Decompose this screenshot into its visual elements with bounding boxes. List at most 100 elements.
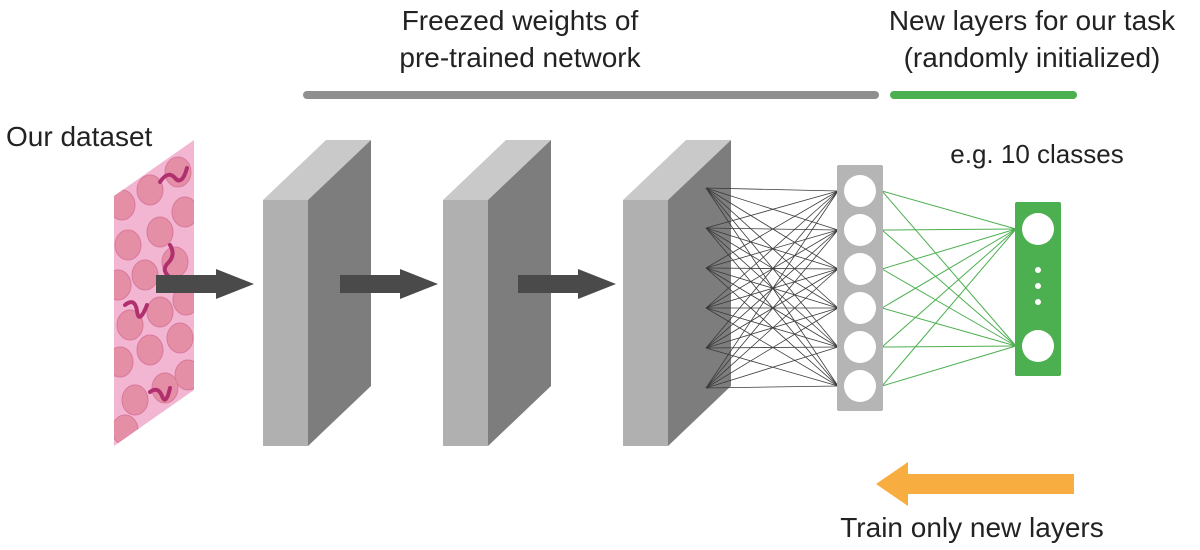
blood-cell bbox=[171, 196, 194, 228]
classes-label: e.g. 10 classes bbox=[950, 139, 1123, 169]
conv-block-side bbox=[668, 140, 731, 446]
frozen-label-line2: pre-trained network bbox=[399, 42, 641, 73]
connection-line bbox=[705, 385, 839, 389]
connection-line bbox=[881, 228, 1017, 270]
dense-node bbox=[844, 292, 876, 324]
blood-cell bbox=[114, 346, 134, 378]
connection-line bbox=[881, 228, 1017, 348]
connection-line bbox=[705, 227, 839, 231]
blood-cell bbox=[131, 259, 159, 291]
conv-block-top bbox=[263, 140, 371, 200]
train-direction-arrow bbox=[876, 462, 1074, 506]
connection-line bbox=[705, 227, 839, 348]
connection-line bbox=[705, 307, 839, 389]
connection-line bbox=[705, 227, 839, 309]
conv-block-top bbox=[623, 140, 731, 200]
dense-connections-new bbox=[881, 190, 1017, 387]
parasite-shape bbox=[162, 243, 175, 281]
dense-node bbox=[844, 175, 876, 207]
connection-line bbox=[705, 190, 839, 349]
parasite-shape bbox=[148, 386, 172, 402]
flow-arrow-2 bbox=[340, 269, 438, 299]
flow-arrows bbox=[156, 269, 616, 299]
train-label: Train only new layers bbox=[840, 512, 1104, 543]
conv-block-side bbox=[308, 140, 371, 446]
conv-block-front bbox=[263, 200, 308, 446]
connection-line bbox=[705, 267, 839, 270]
connection-line bbox=[881, 228, 1017, 387]
conv-block-front bbox=[623, 200, 668, 446]
blood-cell bbox=[166, 322, 194, 354]
dataset-image bbox=[114, 140, 194, 446]
connection-line bbox=[705, 229, 839, 389]
connection-line bbox=[705, 268, 839, 389]
connection-line bbox=[705, 190, 839, 309]
connection-line bbox=[705, 267, 839, 348]
dense-node bbox=[844, 331, 876, 363]
connection-line bbox=[881, 307, 1017, 347]
dataset-label: Our dataset bbox=[6, 121, 153, 152]
blood-cell bbox=[114, 269, 132, 301]
connection-line bbox=[705, 227, 839, 270]
parasite-shape bbox=[123, 300, 149, 319]
connection-line bbox=[705, 187, 839, 192]
connection-line bbox=[705, 267, 839, 387]
blood-cell bbox=[121, 384, 149, 416]
connection-line bbox=[705, 307, 839, 348]
connection-line bbox=[705, 190, 839, 229]
blood-cell bbox=[136, 174, 164, 206]
new-layers-label-line2: (randomly initialized) bbox=[904, 42, 1161, 73]
connection-line bbox=[705, 347, 839, 387]
connection-line bbox=[881, 345, 1017, 387]
ellipsis-dot bbox=[1035, 283, 1041, 289]
frozen-label-line1: Freezed weights of bbox=[402, 5, 639, 36]
new-layers-label-line1: New layers for our task bbox=[889, 5, 1176, 36]
pretrained-dense-layer bbox=[837, 165, 883, 411]
flow-arrow-3 bbox=[518, 269, 616, 299]
conv-block-front bbox=[443, 200, 488, 446]
conv-block-top bbox=[443, 140, 551, 200]
connection-line bbox=[705, 190, 839, 269]
output-node bbox=[1022, 213, 1054, 245]
output-node bbox=[1022, 330, 1054, 362]
connection-line bbox=[705, 187, 839, 309]
connection-line bbox=[705, 227, 839, 387]
connection-line bbox=[705, 187, 839, 231]
blood-cell bbox=[174, 359, 194, 391]
conv-block-1 bbox=[263, 140, 371, 446]
conv-block-3 bbox=[623, 140, 731, 446]
blood-cell bbox=[146, 216, 174, 248]
connection-line bbox=[705, 267, 839, 309]
dense-node bbox=[844, 370, 876, 402]
dense-node bbox=[844, 214, 876, 246]
blood-cell bbox=[116, 309, 144, 341]
dense-connections-frozen bbox=[705, 187, 839, 389]
blood-cell bbox=[114, 189, 136, 221]
connection-line bbox=[881, 345, 1017, 348]
blood-cell bbox=[164, 156, 192, 188]
connection-line bbox=[881, 228, 1017, 309]
dense-node bbox=[844, 253, 876, 285]
blood-cell bbox=[114, 229, 142, 261]
connection-line bbox=[881, 190, 1017, 230]
connection-line bbox=[705, 187, 839, 348]
connection-line bbox=[705, 190, 839, 389]
blood-cell bbox=[114, 414, 139, 446]
connection-line bbox=[705, 187, 839, 270]
blood-cell bbox=[156, 409, 184, 441]
parasite-shape bbox=[158, 166, 189, 184]
ellipsis-dot bbox=[1035, 267, 1041, 273]
connection-line bbox=[705, 307, 839, 387]
connection-line bbox=[705, 346, 839, 389]
ellipsis-dot bbox=[1035, 299, 1041, 305]
blood-cell bbox=[146, 296, 174, 328]
blood-cell bbox=[136, 334, 164, 366]
blood-cell bbox=[151, 372, 179, 404]
connection-line bbox=[881, 228, 1017, 231]
new-output-layer bbox=[1015, 202, 1061, 376]
flow-arrow-1 bbox=[156, 269, 254, 299]
connection-line bbox=[705, 346, 839, 349]
frozen-conv-blocks bbox=[263, 140, 731, 446]
